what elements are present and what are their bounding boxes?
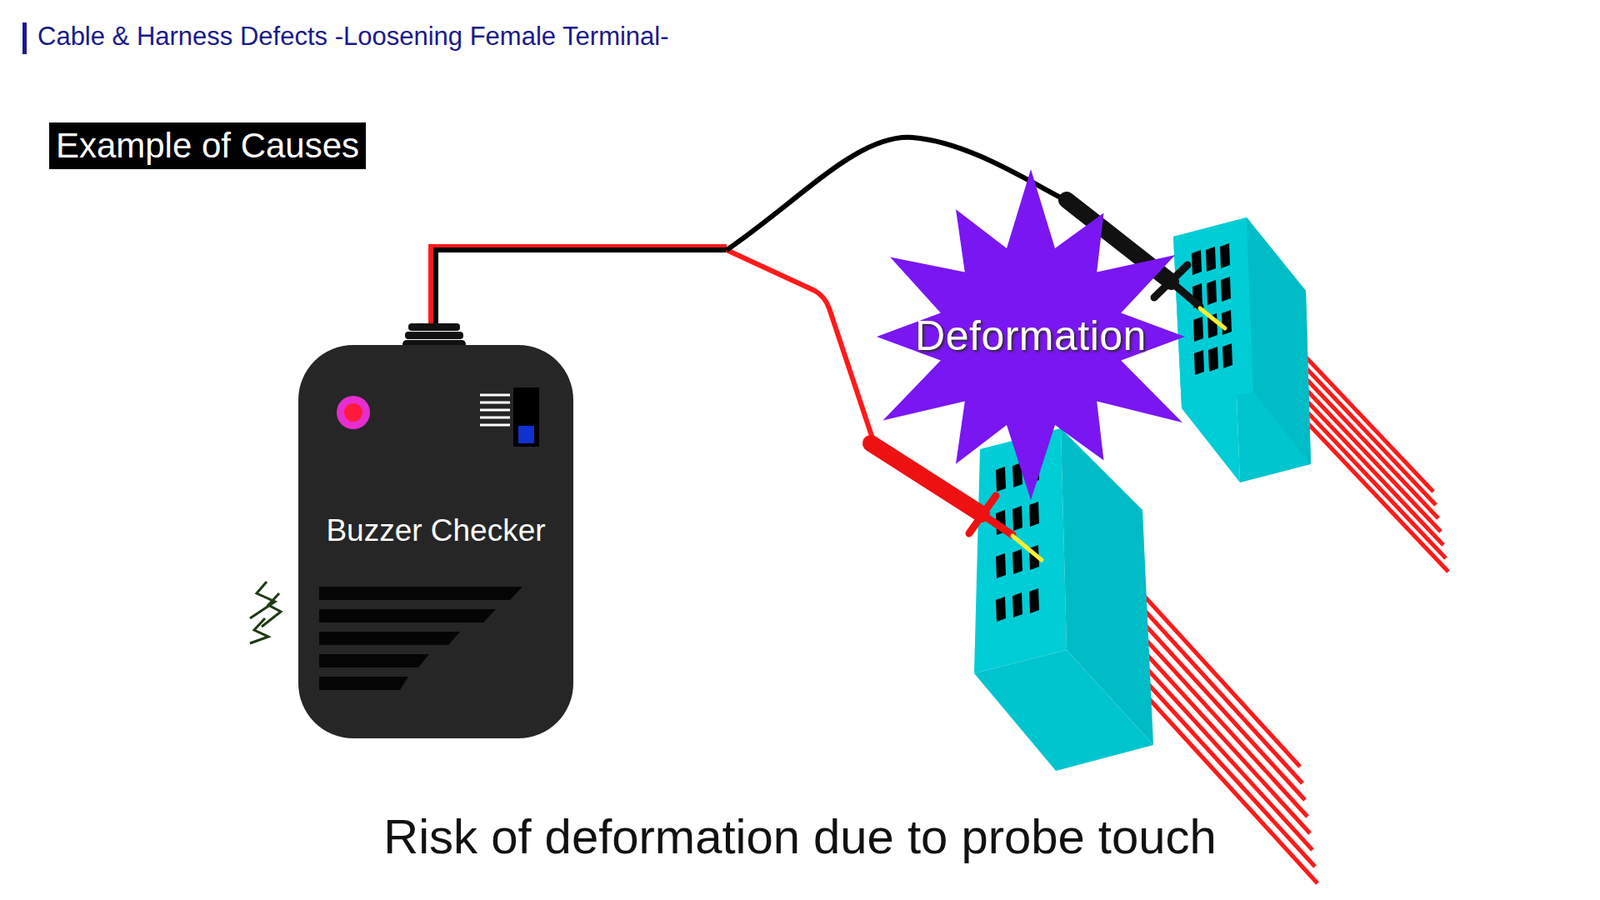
node-text: Buzzer Checker bbox=[325, 513, 545, 550]
caption: Risk of deformation due to probe touch bbox=[0, 808, 1600, 865]
switch-marks bbox=[480, 395, 510, 425]
section-label: Example of Causes bbox=[49, 122, 366, 170]
test-probe bbox=[870, 443, 1042, 560]
buzzer-checker: Buzzer Checker bbox=[298, 345, 574, 739]
connector-housing bbox=[1173, 217, 1311, 483]
indicator-lamp bbox=[344, 403, 363, 422]
slide-switch bbox=[513, 387, 540, 447]
callout-text: Deformation bbox=[915, 312, 1147, 361]
node-text: Example of Causes bbox=[55, 125, 360, 166]
slide-title: Cable & Harness Defects -Loosening Femal… bbox=[37, 21, 670, 52]
buzz-symbol bbox=[250, 581, 281, 644]
speaker-vent bbox=[319, 586, 523, 690]
title-bar bbox=[22, 22, 27, 55]
connector-housing bbox=[974, 428, 1154, 771]
deformation-burst: Deformation bbox=[839, 161, 1223, 512]
indicator-lamp bbox=[336, 395, 370, 430]
slide-switch bbox=[518, 425, 535, 444]
